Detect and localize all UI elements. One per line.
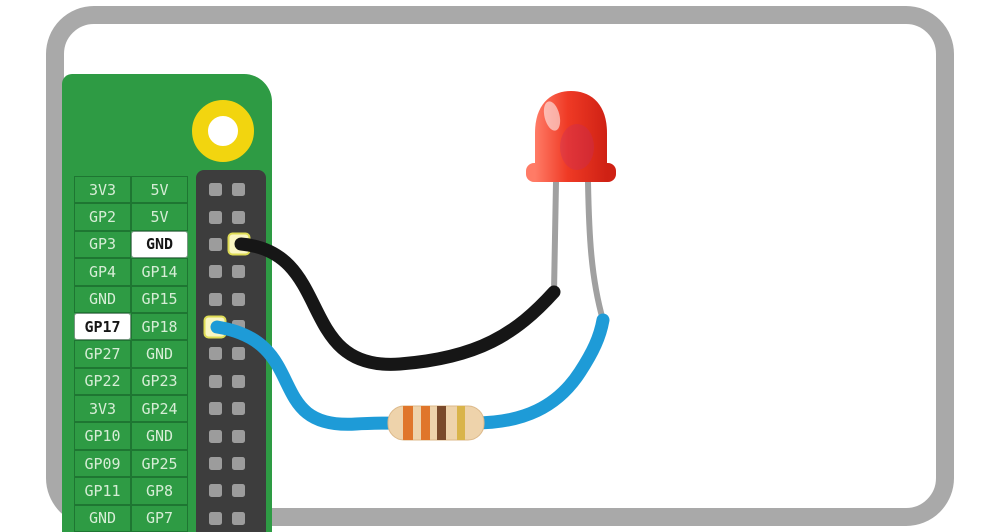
header-pin (209, 511, 222, 525)
ground-wire (234, 237, 561, 371)
red-led (526, 91, 616, 182)
signal-wire-segment-1 (210, 320, 411, 431)
pin-label: GP8 (131, 477, 188, 505)
signal-wire-segment-2 (463, 313, 610, 430)
pin-label-gp17-active: GP17 (74, 312, 131, 341)
pin-label: GP14 (131, 258, 188, 286)
resistor (387, 405, 485, 441)
pin-label: GND (74, 285, 131, 313)
pin-label: GP2 (74, 203, 131, 231)
pin-label: GP7 (131, 504, 188, 532)
pin-label: 5V (131, 176, 188, 204)
header-pin (209, 402, 222, 416)
header-pin (209, 210, 222, 224)
header-pin (209, 265, 222, 279)
header-pin (209, 429, 222, 443)
header-pin (232, 429, 245, 443)
gpio-pin-labels: 3V3 5V GP2 5V GP3 GND GP4 GP14 GND GP15 … (74, 176, 188, 532)
pin-label-gnd-active: GND (131, 230, 188, 259)
led-leg-anode (585, 179, 606, 323)
header-pin (232, 402, 245, 416)
header-pin (209, 292, 222, 306)
header-pin (209, 237, 222, 251)
header-pin (232, 511, 245, 525)
pin-label: GP3 (74, 230, 131, 259)
led-core-tint (560, 124, 594, 170)
header-pin (209, 374, 222, 388)
header-pin (232, 374, 245, 388)
header-pin (209, 484, 222, 498)
resistor-band-3 (437, 406, 446, 440)
resistor-body (387, 405, 485, 441)
pin-label: GP10 (74, 422, 131, 450)
header-pin (209, 183, 222, 197)
resistor-band-2 (421, 406, 430, 440)
header-pin (232, 457, 245, 471)
pin-label: GP09 (74, 449, 131, 478)
pin-label: GP27 (74, 340, 131, 368)
led-highlight (543, 101, 561, 131)
header-pin (232, 265, 245, 279)
pin-label: GP24 (131, 395, 188, 423)
pin-label: GP22 (74, 367, 131, 396)
mounting-hole (192, 100, 254, 162)
pin-label: GND (131, 340, 188, 368)
pin-label: GP4 (74, 258, 131, 286)
led-leg-cathode (551, 179, 559, 295)
pin-label: GP25 (131, 449, 188, 478)
pin-label: GND (74, 504, 131, 532)
pin-label: GP23 (131, 367, 188, 396)
pin-label: 5V (131, 203, 188, 231)
resistor-band-4 (457, 406, 465, 440)
pin-label: GND (131, 422, 188, 450)
header-pin (232, 484, 245, 498)
pin-label: GP18 (131, 312, 188, 341)
header-pin (232, 347, 245, 361)
pin-label: 3V3 (74, 395, 131, 423)
pin-label: GP11 (74, 477, 131, 505)
pin-label: GP15 (131, 285, 188, 313)
pin-label: 3V3 (74, 176, 131, 204)
header-pin (209, 347, 222, 361)
header-pin (209, 457, 222, 471)
resistor-band-1 (403, 406, 413, 440)
header-pin (232, 183, 245, 197)
header-pin (232, 210, 245, 224)
header-pin (232, 292, 245, 306)
